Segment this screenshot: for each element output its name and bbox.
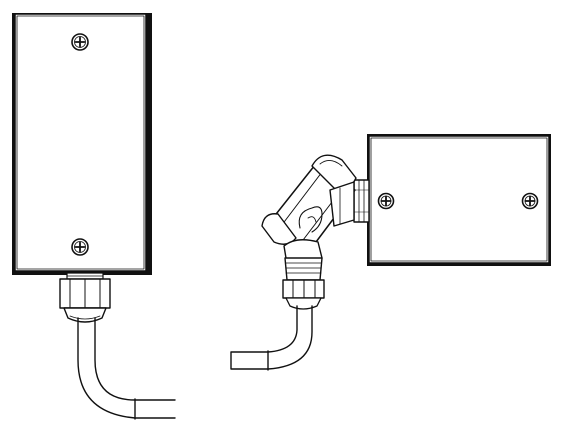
horizontal-enclosure-box [367,134,551,266]
horizontal-enclosure-view [230,134,551,371]
horizontal-view-cable [230,305,313,371]
vertical-enclosure-box [12,13,152,275]
side-fitting [353,179,370,223]
vertical-enclosure-view [12,13,176,420]
vertical-view-cable [77,317,176,420]
angled-cable-gland [282,257,325,310]
top-screw-icon [71,33,89,51]
angled-elbow-fitting [261,154,357,262]
left-screw-icon [377,192,395,210]
right-screw-icon [521,192,539,210]
straight-cable-gland [59,272,111,323]
bottom-screw-icon [71,238,89,256]
